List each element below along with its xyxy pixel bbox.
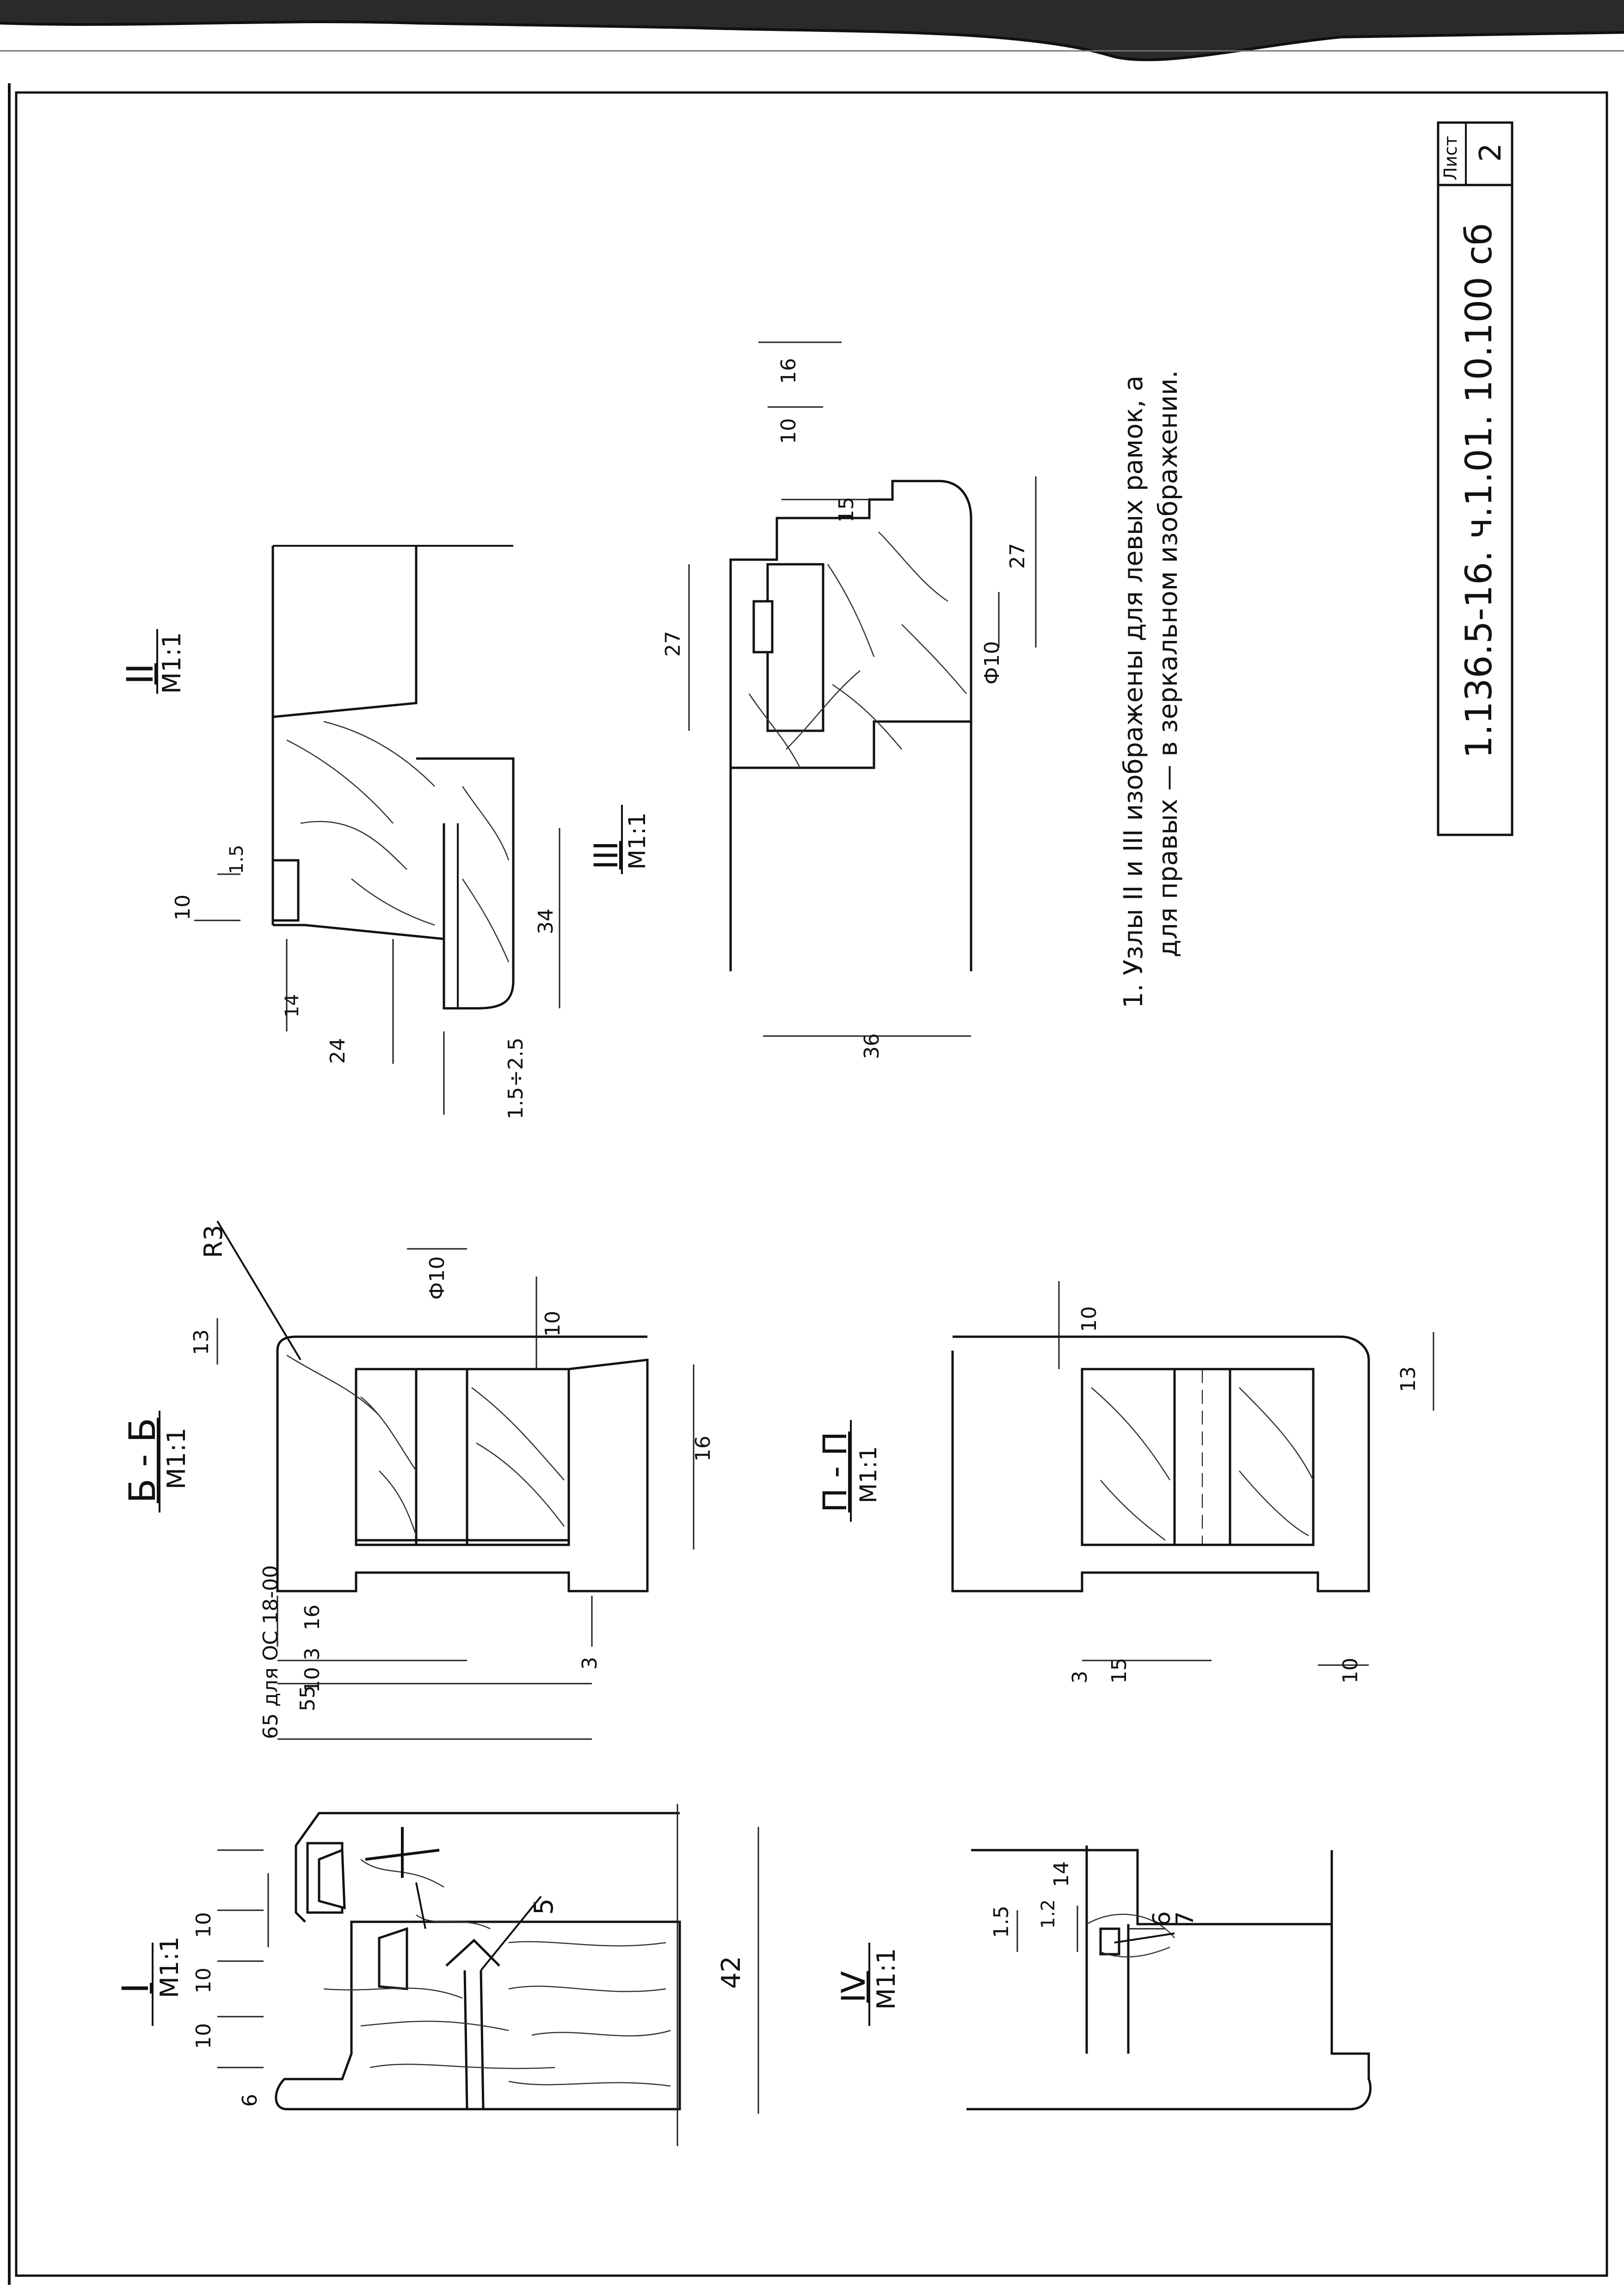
dim-14: 14 [1050, 1861, 1073, 1887]
dim-3a: 3 [301, 1648, 324, 1660]
dim-6: 6 [238, 2094, 262, 2107]
dim-1.2: 1.2 [1038, 1899, 1059, 1929]
dim-10: 10 [777, 418, 800, 444]
view-scale: М1:1 [872, 1948, 901, 2010]
view-scale: М1:1 [162, 1428, 191, 1490]
drawing-designation: 1.136.5-16. ч.1.01. 10.100 сб [1458, 223, 1500, 759]
dim-10-top: 10 [541, 1311, 565, 1337]
view-scale: М1:1 [157, 632, 186, 694]
dim-34: 34 [534, 908, 558, 934]
view-title: Б - Б [122, 1418, 164, 1503]
dim-1.5-2.5: 1.5÷2.5 [504, 1037, 528, 1119]
leader-7: 7 [1171, 1911, 1199, 1926]
dim-55: 55 [296, 1685, 320, 1711]
frame-profile [275, 1920, 681, 2111]
dim-phi10: Ф10 [425, 1256, 449, 1300]
view-title: II [120, 663, 161, 685]
dim-1.5: 1.5 [226, 845, 247, 874]
view-node-1: I М1:1 6 10 10 10 [115, 1804, 759, 2146]
view-node-3: III М1:1 27 27 16 10 15 Ф10 36 [587, 341, 1037, 1059]
view-node-4: IV М1:1 1.5 1.2 14 6 7 [835, 1845, 1372, 2111]
dim-42: 42 [716, 1956, 746, 1989]
view-scale: М1:1 [855, 1446, 882, 1503]
view-scale: М1:1 [155, 1937, 184, 1999]
view-node-2: II М1:1 1.5 10 34 14 24 1.5÷2.5 [120, 545, 560, 1119]
view-title: III [587, 841, 625, 870]
dim-10-bottom: 10 [301, 1667, 324, 1693]
dim-36: 36 [860, 1033, 884, 1059]
sheet-label: Лист [1440, 136, 1461, 180]
view-section-bb: Б - Б М1:1 R3 13 Ф10 10 16 10 3 16 [122, 1220, 715, 1740]
dim-10a: 10 [192, 2023, 215, 2049]
view-title: IV [835, 1971, 873, 2003]
view-title: П - П [816, 1432, 854, 1512]
dim-R3: R3 [199, 1225, 228, 1258]
dim-15: 15 [1107, 1658, 1131, 1684]
dim-1.5: 1.5 [990, 1906, 1013, 1938]
dim-10b: 10 [192, 1968, 215, 1994]
notes: 1. Узлы II и III изображены для левых ра… [1119, 370, 1183, 1008]
dim-10c: 10 [192, 1912, 215, 1938]
sheet-number: 2 [1474, 143, 1508, 162]
dim-phi10: Ф10 [980, 641, 1004, 685]
dim-24: 24 [326, 1038, 350, 1064]
dim-3b: 3 [578, 1657, 602, 1670]
dim-16-bottom: 16 [301, 1605, 324, 1630]
frame-profile-4 [966, 1849, 1372, 2111]
dim-15: 15 [835, 497, 858, 523]
dim-13: 13 [1396, 1366, 1420, 1392]
frame-profile-bb [276, 1351, 649, 1592]
dim-10-bottom: 10 [1339, 1658, 1362, 1684]
dim-16-right: 16 [691, 1436, 715, 1462]
drawing-frame [15, 91, 1608, 2277]
view-section-pp: П - П М1:1 10 13 3 15 10 [816, 1281, 1434, 1684]
view-title: I [115, 1983, 157, 1994]
note-line-2: для правых — в зеркальном изображении. [1153, 370, 1183, 957]
dim-13: 13 [190, 1329, 213, 1355]
dim-27-right: 27 [1006, 543, 1029, 569]
leader-5: 5 [529, 1898, 559, 1915]
leader-6: 6 [1148, 1911, 1176, 1926]
torn-paper-edge [0, 0, 1624, 62]
title-block: Лист 2 1.136.5-16. ч.1.01. 10.100 сб [1437, 121, 1513, 836]
note-line-1: 1. Узлы II и III изображены для левых ра… [1119, 376, 1149, 1008]
dim-16: 16 [777, 358, 800, 384]
dim-10: 10 [171, 895, 195, 920]
dim-65: 65 для ОС 18-00 [259, 1565, 283, 1739]
frame-profile-2 [271, 546, 515, 1010]
dim-3: 3 [1068, 1671, 1092, 1684]
dim-27-left: 27 [661, 631, 685, 657]
dim-10-top: 10 [1077, 1306, 1101, 1332]
dim-14: 14 [282, 994, 303, 1018]
view-scale: М1:1 [624, 812, 651, 870]
